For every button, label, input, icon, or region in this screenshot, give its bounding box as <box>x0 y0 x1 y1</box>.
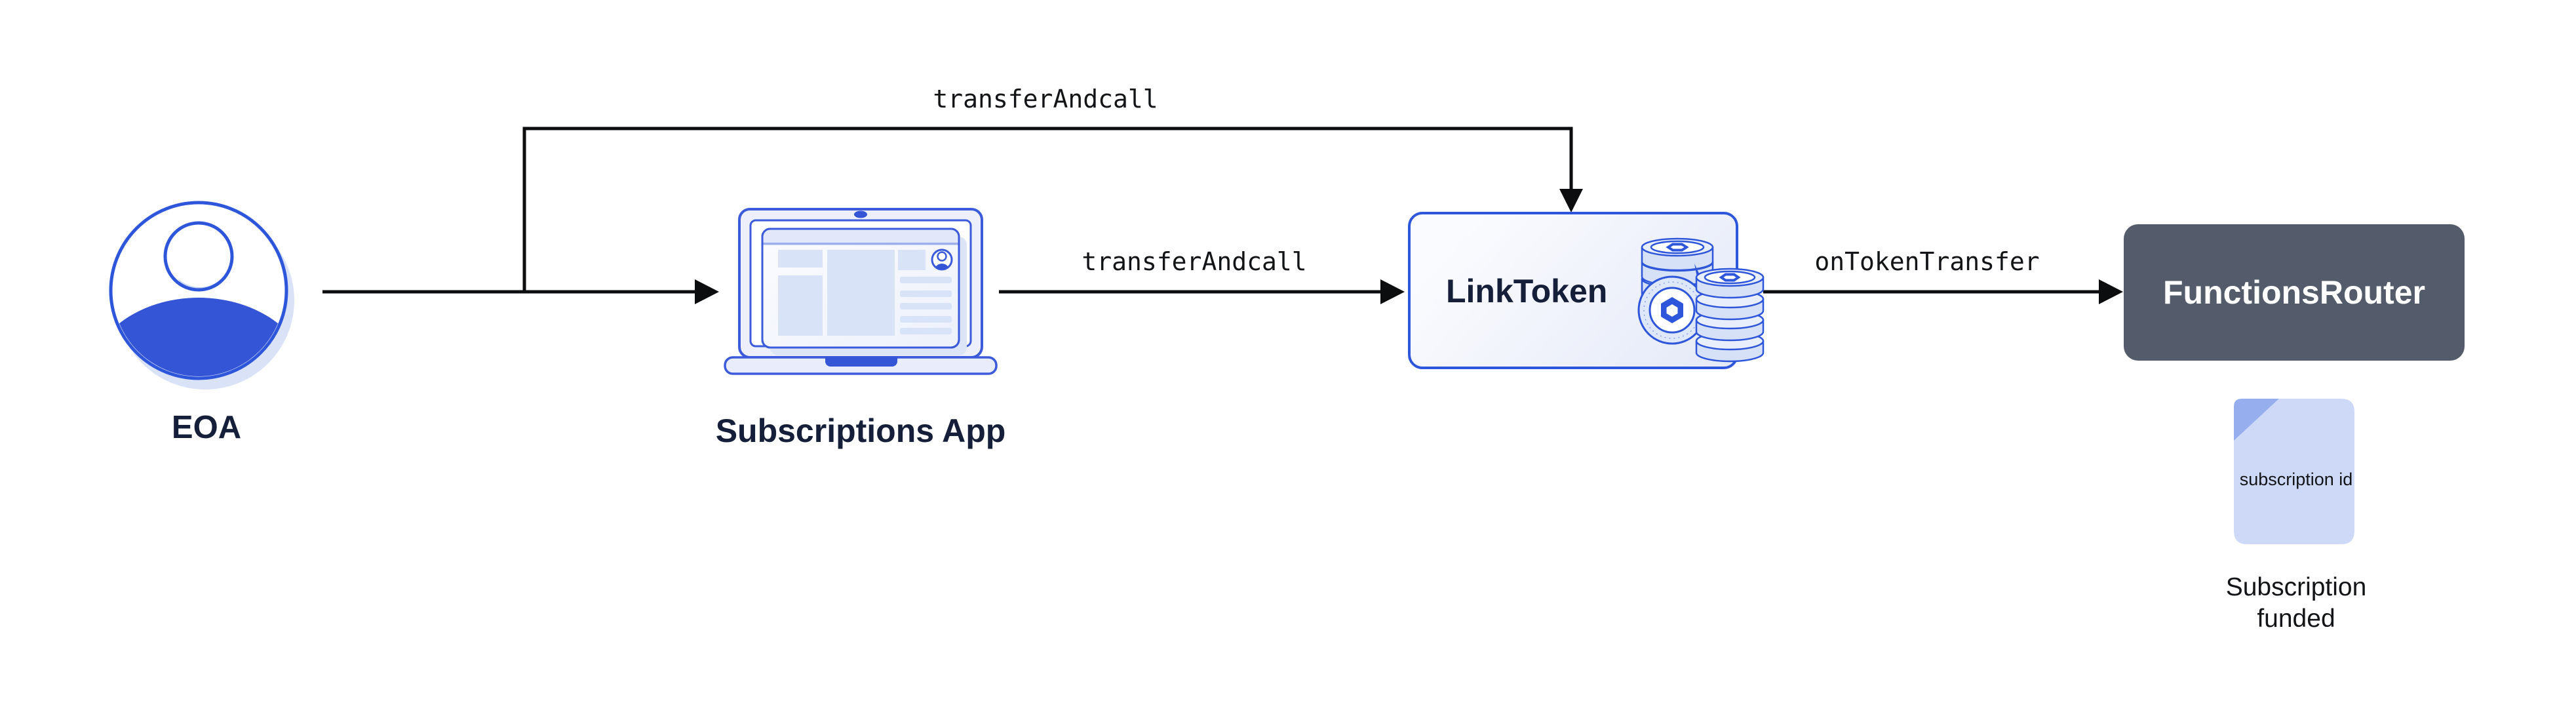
node-label-eoa: EOA <box>171 410 242 445</box>
edge-label-eoa-to-linktoken: transferAndcall <box>933 85 1158 113</box>
edge-label-app-to-linktoken: transferAndcall <box>1082 247 1307 276</box>
document-label: subscription id <box>2239 469 2353 489</box>
edge-line-linktoken-to-router <box>1763 279 2123 304</box>
user-avatar-icon <box>109 201 294 389</box>
edge-line-eoa-to-app <box>322 279 719 304</box>
node-label-functions-router: FunctionsRouter <box>2163 274 2425 311</box>
edge-label-linktoken-to-router: onTokenTransfer <box>1814 247 2040 276</box>
laptop-app-icon <box>724 208 998 375</box>
node-label-linktoken: LinkToken <box>1446 273 1608 309</box>
node-functions-router: FunctionsRouter <box>2124 224 2465 361</box>
node-label-subscriptions-app: Subscriptions App <box>715 412 1006 449</box>
artifact-caption: Subscription funded <box>2225 573 2367 633</box>
link-coins-icon <box>1637 237 1765 363</box>
edge-line-eoa-to-linktoken <box>522 127 1583 293</box>
edge-line-app-to-linktoken <box>999 279 1405 304</box>
document-icon <box>2234 399 2354 544</box>
